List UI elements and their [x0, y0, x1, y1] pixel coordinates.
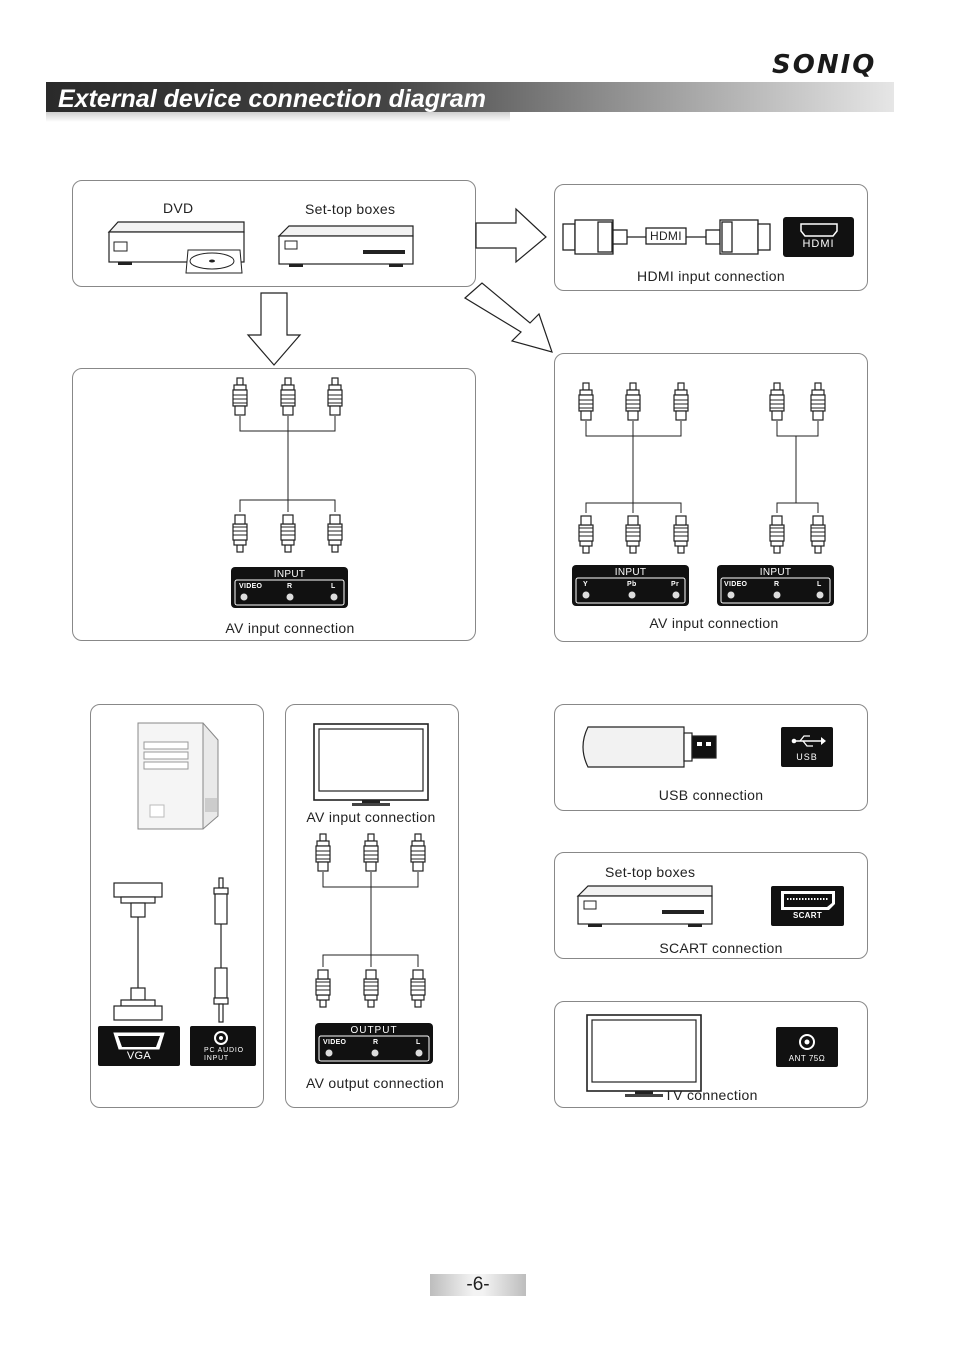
- dvd-player-icon: [107, 221, 245, 274]
- vga-port-icon: [98, 1026, 180, 1066]
- audio-cables: [769, 382, 826, 553]
- usb-port-icon: [781, 727, 833, 767]
- set-top-box-label: Set-top boxes: [305, 201, 396, 217]
- av-left-port-r: R: [287, 583, 293, 590]
- page-title: External device connection diagram: [58, 85, 486, 113]
- av-output-panel-title: OUTPUT: [350, 1025, 398, 1036]
- title-bar-shadow: [46, 112, 510, 122]
- av-left-input-panel: [231, 567, 348, 608]
- av-right-caption: AV input connection: [649, 615, 779, 631]
- av-output-port-l: L: [416, 1039, 421, 1046]
- audio-input-panel: [717, 565, 834, 606]
- brand-logo: SONIQ: [772, 50, 877, 80]
- component-port-pb: Pb: [627, 581, 637, 588]
- av-output-cables: [315, 833, 426, 1007]
- av-output-panel-plate: [315, 1023, 433, 1064]
- scart-port-label: SCART: [792, 911, 823, 920]
- hdmi-caption: HDMI input connection: [637, 268, 785, 284]
- component-port-y: Y: [583, 581, 588, 588]
- audio-panel-title: INPUT: [759, 567, 792, 578]
- av-output-tv-caption: AV input connection: [306, 809, 436, 825]
- antenna-port-label: ANT 75Ω: [788, 1054, 826, 1063]
- component-cables: [578, 382, 689, 553]
- tv-connection-icon: [586, 1014, 702, 1098]
- hdmi-cable-label: HDMI: [650, 229, 682, 243]
- dvd-label: DVD: [163, 200, 194, 216]
- av-output-caption: AV output connection: [305, 1075, 445, 1091]
- scart-set-top-box-icon: [577, 885, 713, 928]
- page-number: -6-: [430, 1274, 526, 1296]
- component-panel-title: INPUT: [614, 567, 647, 578]
- pc-tower-icon: [137, 722, 219, 830]
- scart-source-label: Set-top boxes: [605, 864, 696, 880]
- av-output-port-r: R: [373, 1039, 379, 1046]
- av-output-port-video: VIDEO: [323, 1039, 347, 1046]
- arrow-diagonal-icon: [463, 282, 553, 353]
- av-left-caption: AV input connection: [225, 620, 355, 636]
- hdmi-port-label: HDMI: [802, 238, 835, 250]
- audio-port-r: R: [774, 581, 780, 588]
- audio-port-l: L: [817, 581, 822, 588]
- arrow-right-icon: [475, 207, 547, 264]
- scart-caption: SCART connection: [659, 940, 783, 956]
- arrow-down-icon: [246, 292, 302, 366]
- scart-port-icon: [771, 886, 844, 926]
- pc-audio-port-icon: [190, 1026, 256, 1066]
- usb-port-label: USB: [796, 752, 818, 762]
- pc-audio-label-1: PC AUDIO: [204, 1047, 244, 1054]
- antenna-port-icon: [776, 1027, 838, 1067]
- usb-stick-icon: [582, 726, 717, 768]
- page-number-text: -6-: [466, 1274, 490, 1295]
- hdmi-port-icon: [783, 217, 854, 257]
- av-left-port-video: VIDEO: [239, 583, 263, 590]
- audio-port-video: VIDEO: [724, 581, 748, 588]
- vga-cable-icon: [113, 882, 163, 1021]
- component-input-panel: [572, 565, 689, 606]
- set-top-box-icon: [278, 225, 414, 268]
- hdmi-cable-icon: [562, 219, 771, 255]
- usb-caption: USB connection: [658, 787, 764, 803]
- title-bar: [46, 82, 894, 112]
- pc-audio-cable-icon: [213, 877, 229, 1023]
- av-left-port-l: L: [331, 583, 336, 590]
- tv-caption: TV connection: [664, 1087, 758, 1103]
- tv-monitor-icon: [313, 723, 429, 807]
- component-port-pr: Pr: [671, 581, 679, 588]
- vga-label: VGA: [126, 1050, 152, 1062]
- pc-audio-label-2: INPUT: [204, 1055, 229, 1062]
- av-left-panel-title: INPUT: [273, 569, 306, 580]
- av-left-cables: [232, 377, 343, 552]
